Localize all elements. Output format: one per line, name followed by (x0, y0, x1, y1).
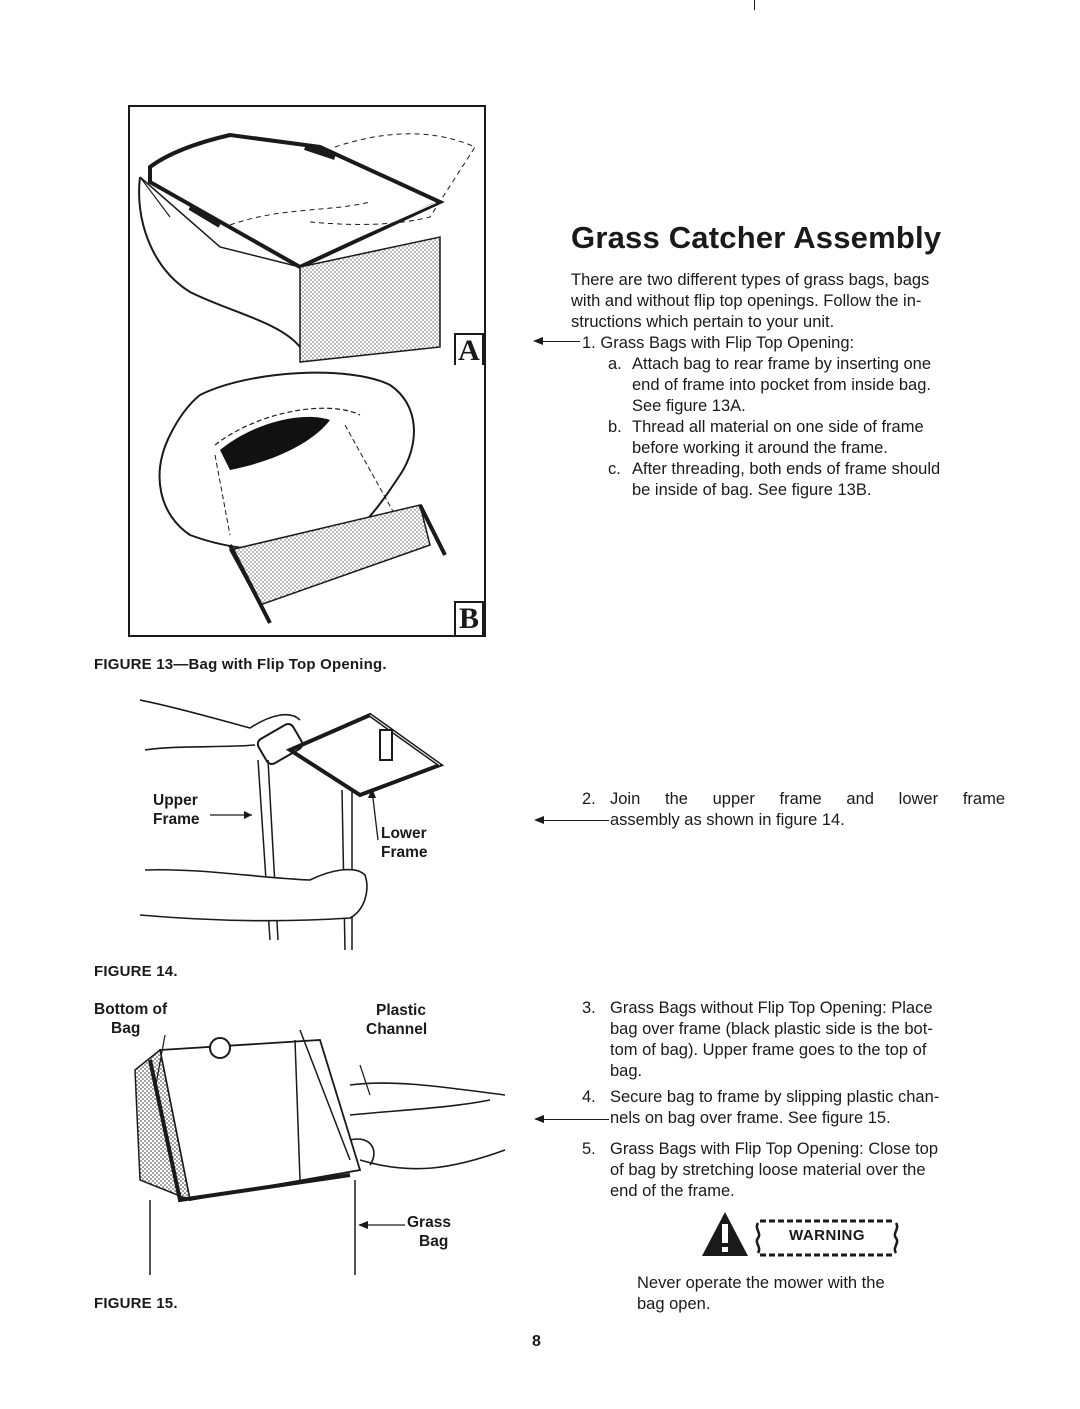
step-1a-line-2: end of frame into pocket from inside bag… (632, 376, 931, 394)
arrow-step-1 (536, 341, 580, 342)
label-lower-line2: Frame (381, 844, 428, 861)
step-4: 4. Secure bag to frame by slipping plast… (582, 1087, 1007, 1129)
step-1c-letter: c. (608, 460, 621, 478)
figure-14-caption: FIGURE 14. (94, 963, 178, 980)
panel-label-b: B (454, 601, 484, 637)
step-3-line-3: tom of bag). Upper frame goes to the top… (610, 1041, 927, 1059)
step-3: 3. Grass Bags without Flip Top Opening: … (582, 998, 1007, 1082)
step-3-line-4: bag. (610, 1062, 643, 1080)
step-3-number: 3. (582, 999, 596, 1017)
label-plastic-line2: Channel (366, 1021, 428, 1038)
intro-line-1: There are two different types of grass b… (571, 271, 930, 289)
step-4-line-1: Secure bag to frame by slipping plastic … (610, 1088, 940, 1106)
warning-line-1: Never operate the mower with the (637, 1274, 885, 1292)
warning-triangle-icon (702, 1212, 748, 1256)
step-4-number: 4. (582, 1088, 596, 1106)
step-1c-line-2: be inside of bag. See figure 13B. (632, 481, 872, 499)
step-5-line-2: of bag by stretching loose material over… (610, 1161, 926, 1179)
warning-text: Never operate the mower with the bag ope… (637, 1273, 967, 1315)
top-edge-mark (754, 0, 755, 10)
step-2: 2. Join the upper frame and lower frame … (582, 789, 1007, 831)
step-1: 1. Grass Bags with Flip Top Opening: (582, 333, 1012, 354)
label-grass-line2: Bag (419, 1233, 449, 1250)
panel-label-a: A (454, 333, 484, 369)
warning-banner-frame-icon (755, 1219, 899, 1257)
step-1b-line-2: before working it around the frame. (632, 439, 888, 457)
label-lower-line1: Lower (381, 825, 427, 842)
label-plastic-line1: Plastic (376, 1002, 426, 1019)
page-title: Grass Catcher Assembly (571, 220, 942, 255)
step-1-title: Grass Bags with Flip Top Opening: (600, 334, 855, 352)
arrow-step-2-head (534, 816, 544, 824)
arrow-step-4 (537, 1119, 609, 1120)
label-upper-line1: Upper (153, 792, 198, 809)
figure-13-panel-a: A (128, 105, 486, 369)
step-1a: a. Attach bag to rear frame by inserting… (608, 354, 1008, 417)
step-5: 5. Grass Bags with Flip Top Opening: Clo… (582, 1139, 1007, 1202)
intro-paragraph: There are two different types of grass b… (571, 270, 1011, 333)
step-2-line-2: assembly as shown in figure 14. (610, 811, 845, 829)
label-grass-line1: Grass (407, 1214, 451, 1231)
figure-13-caption: FIGURE 13—Bag with Flip Top Opening. (94, 656, 387, 673)
step-1a-line-3: See figure 13A. (632, 397, 746, 415)
step-3-line-2: bag over frame (black plastic side is th… (610, 1020, 933, 1038)
step-2-line-1: Join the upper frame and lower frame (610, 790, 1005, 808)
label-upper-frame: Upper Frame (153, 791, 200, 829)
figure-15-caption: FIGURE 15. (94, 1295, 178, 1312)
figure-14-illustration (140, 699, 445, 950)
figure-15-illustration (134, 1029, 506, 1275)
step-5-line-3: end of the frame. (610, 1182, 735, 1200)
label-upper-line2: Frame (153, 811, 200, 828)
warning-label: WARNING (789, 1227, 865, 1244)
label-plastic-channel: Plastic Channel (366, 1001, 427, 1039)
step-1c: c. After threading, both ends of frame s… (608, 459, 1008, 501)
label-lower-frame: Lower Frame (381, 824, 428, 862)
label-bottom-of-bag: Bottom of Bag (94, 1000, 167, 1038)
step-2-number: 2. (582, 790, 596, 808)
step-3-line-1: Grass Bags without Flip Top Opening: Pla… (610, 999, 933, 1017)
bag-frame-illustration-b (158, 371, 447, 624)
step-5-line-1: Grass Bags with Flip Top Opening: Close … (610, 1140, 939, 1158)
step-1b: b. Thread all material on one side of fr… (608, 417, 1008, 459)
arrow-step-4-head (534, 1115, 544, 1123)
label-bottom-line1: Bottom of (94, 1001, 168, 1018)
label-bottom-line2: Bag (111, 1020, 141, 1037)
warning-line-2: bag open. (637, 1295, 711, 1313)
intro-line-2: with and without flip top openings. Foll… (571, 292, 922, 310)
step-1b-letter: b. (608, 418, 622, 436)
step-1-number: 1. (582, 334, 596, 352)
step-1b-line-1: Thread all material on one side of frame (632, 418, 924, 436)
label-grass-bag: Grass Bag (407, 1213, 451, 1251)
page-number: 8 (532, 1333, 541, 1350)
step-5-number: 5. (582, 1140, 596, 1158)
arrow-step-2 (537, 820, 609, 821)
step-1c-line-1: After threading, both ends of frame shou… (632, 460, 941, 478)
step-1a-line-1: Attach bag to rear frame by inserting on… (632, 355, 931, 373)
bag-frame-illustration-a (138, 132, 476, 363)
step-4-line-2: nels on bag over frame. See figure 15. (610, 1109, 891, 1127)
figure-13-panel-b: B (128, 365, 486, 637)
step-1a-letter: a. (608, 355, 622, 373)
arrow-step-1-head (533, 337, 543, 345)
intro-line-3: structions which pertain to your unit. (571, 313, 835, 331)
